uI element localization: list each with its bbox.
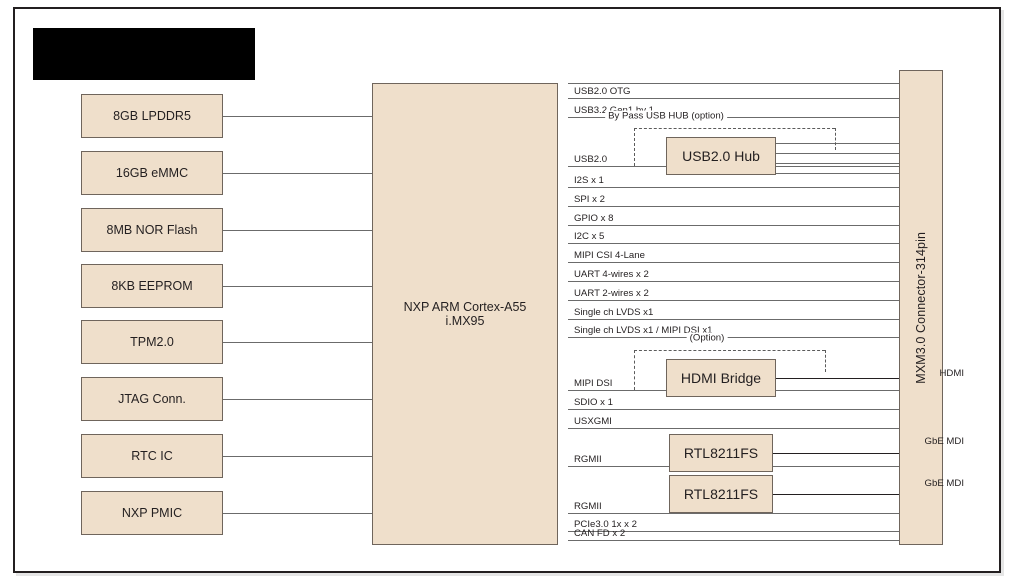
interface-label: USXGMI: [574, 416, 612, 427]
interface-rule: [568, 117, 899, 118]
interface-label: USB2.0 OTG: [574, 86, 631, 97]
interface-label: UART 2-wires x 2: [574, 288, 649, 299]
usb-hub-downstream-line: [776, 153, 899, 154]
hdmi-option-right-leg: [825, 350, 826, 372]
usb-hub-downstream-line: [776, 173, 899, 174]
usb-hub-downstream-line: [776, 143, 899, 144]
usb-hub-chip[interactable]: USB2.0 Hub: [666, 137, 776, 175]
interface-label: Single ch LVDS x1: [574, 307, 654, 318]
interface-output-label: GbE MDI: [924, 478, 964, 489]
left-module-box[interactable]: JTAG Conn.: [81, 377, 223, 421]
interface-label: USB2.0: [574, 154, 608, 165]
interface-label: CAN FD x 2: [574, 528, 626, 539]
module-connection-line: [223, 286, 372, 287]
interface-rule: [568, 262, 899, 263]
hdmi-bridge-chip[interactable]: HDMI Bridge: [666, 359, 776, 397]
option-caption: (Option): [686, 332, 728, 344]
phy-2-label: RTL8211FS: [683, 485, 759, 502]
left-module-box[interactable]: 16GB eMMC: [81, 151, 223, 195]
interface-rule: [568, 513, 899, 514]
interface-label: RGMII: [574, 501, 602, 512]
interface-label: I2S x 1: [574, 175, 604, 186]
left-module-label: 8GB LPDDR5: [113, 108, 191, 123]
interface-label: I2C x 5: [574, 231, 605, 242]
module-connection-line: [223, 116, 372, 117]
redacted-title-block: [33, 28, 255, 80]
interface-label: MIPI DSI: [574, 378, 613, 389]
left-module-label: TPM2.0: [130, 334, 174, 349]
left-module-label: NXP PMIC: [121, 505, 183, 520]
hdmi-option-left-leg: [634, 350, 635, 390]
interface-label: PCIe3.0 1x x 2: [574, 519, 637, 530]
option-caption: By Pass USB HUB (option): [605, 110, 727, 122]
interface-label: GPIO x 8: [574, 213, 614, 224]
usb-hub-downstream-line: [776, 163, 899, 164]
interface-rule: [568, 243, 899, 244]
module-connection-line: [223, 399, 372, 400]
soc-block[interactable]: NXP ARM Cortex-A55 i.MX95: [372, 83, 558, 545]
interface-rule: [568, 409, 899, 410]
left-module-label: 16GB eMMC: [115, 165, 189, 180]
interface-output-label: GbE MDI: [924, 436, 964, 447]
interface-rule: [568, 225, 899, 226]
interface-rule: [568, 540, 899, 541]
usb-hub-label: USB2.0 Hub: [682, 147, 760, 164]
module-connection-line: [223, 456, 372, 457]
hdmi-bridge-output-line: [776, 378, 899, 379]
phy-2-chip[interactable]: RTL8211FS: [669, 475, 773, 513]
interface-rule: [568, 187, 899, 188]
left-module-box[interactable]: TPM2.0: [81, 320, 223, 364]
module-connection-line: [223, 513, 372, 514]
hdmi-bridge-label: HDMI Bridge: [680, 369, 762, 386]
phy-2-output-line: [773, 494, 899, 495]
interface-rule: [568, 300, 899, 301]
module-connection-line: [223, 230, 372, 231]
soc-line-1: NXP ARM Cortex-A55: [403, 299, 527, 314]
interface-label: Single ch LVDS x1 / MIPI DSI x1: [574, 325, 713, 336]
usb-bypass-right-leg: [835, 128, 836, 150]
interface-rule: [568, 337, 899, 338]
interface-stack-top-rule: [568, 83, 899, 84]
interface-rule: [568, 281, 899, 282]
hdmi-option-top-run: [634, 350, 825, 351]
module-connection-line: [223, 342, 372, 343]
interface-label: RGMII: [574, 454, 602, 465]
left-module-box[interactable]: RTC IC: [81, 434, 223, 478]
left-module-box[interactable]: 8MB NOR Flash: [81, 208, 223, 252]
left-module-label: 8MB NOR Flash: [106, 222, 198, 237]
usb-bypass-top-run: [634, 128, 835, 129]
interface-rule: [568, 428, 899, 429]
interface-label: MIPI CSI 4-Lane: [574, 250, 645, 261]
phy-1-label: RTL8211FS: [683, 444, 759, 461]
soc-line-2: i.MX95: [445, 314, 485, 328]
interface-rule: [568, 98, 899, 99]
phy-1-chip[interactable]: RTL8211FS: [669, 434, 773, 472]
interface-label: SDIO x 1: [574, 397, 613, 408]
phy-1-output-line: [773, 453, 899, 454]
interface-rule: [568, 531, 899, 532]
mxm-connector-block[interactable]: MXM3.0 Connector-314pin: [899, 70, 943, 545]
left-module-label: JTAG Conn.: [118, 391, 186, 406]
left-module-box[interactable]: 8GB LPDDR5: [81, 94, 223, 138]
left-module-label: RTC IC: [131, 448, 173, 463]
left-module-box[interactable]: 8KB EEPROM: [81, 264, 223, 308]
interface-rule: [568, 206, 899, 207]
left-module-box[interactable]: NXP PMIC: [81, 491, 223, 535]
interface-label: SPI x 2: [574, 194, 605, 205]
left-module-label: 8KB EEPROM: [111, 278, 193, 293]
usb-bypass-left-leg: [634, 128, 635, 166]
interface-output-label: HDMI: [939, 368, 964, 379]
mxm-connector-label: MXM3.0 Connector-314pin: [913, 231, 928, 384]
interface-label: UART 4-wires x 2: [574, 269, 649, 280]
interface-rule: [568, 319, 899, 320]
module-connection-line: [223, 173, 372, 174]
